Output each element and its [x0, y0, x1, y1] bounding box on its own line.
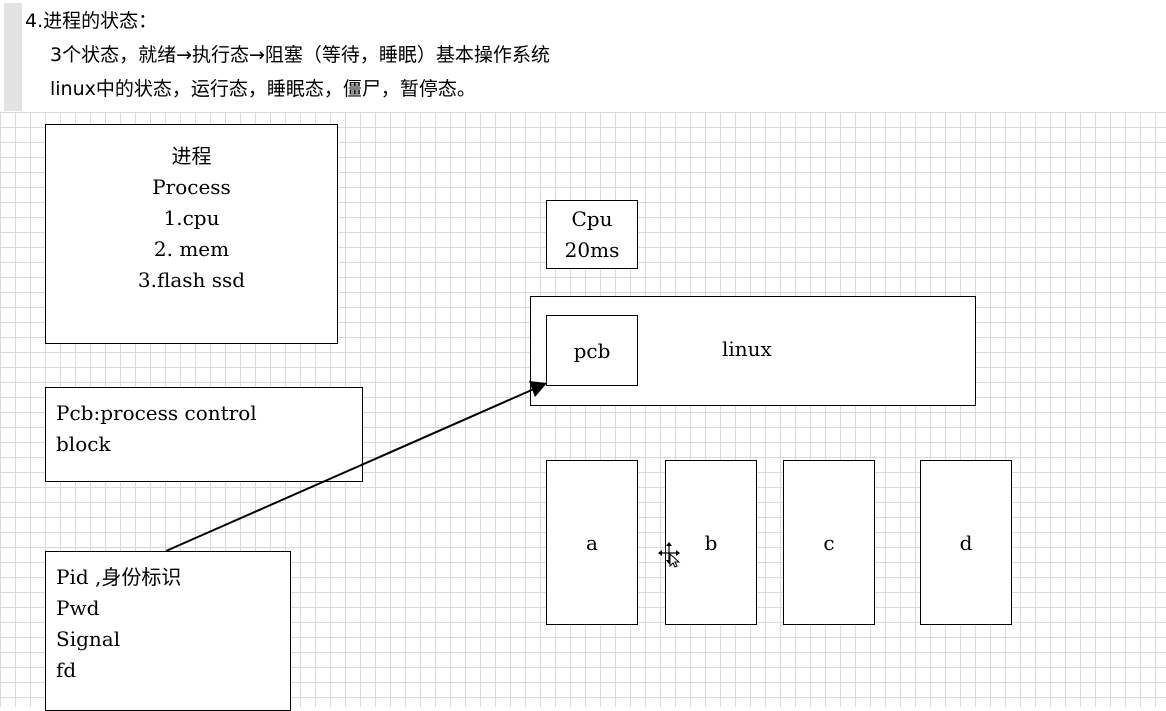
pid-to-pcb-arrow[interactable]: [165, 388, 535, 552]
pid-box[interactable]: Pid ,身份标识 Pwd Signal fd: [45, 551, 291, 711]
cpu-time: 20ms: [564, 238, 620, 262]
pid-line-fd: fd: [56, 658, 77, 682]
move-cursor-icon: [658, 542, 681, 568]
pcb-definition-line2: block: [56, 432, 111, 456]
process-title: 进程: [171, 144, 212, 168]
pid-line-pwd: Pwd: [56, 596, 100, 620]
pcb-inner-box[interactable]: pcb: [546, 315, 638, 386]
process-slot-a[interactable]: a: [546, 460, 638, 625]
pid-line-id: Pid ,身份标识: [56, 565, 182, 589]
cpu-box[interactable]: Cpu 20ms: [546, 200, 638, 269]
process-item-cpu: 1.cpu: [163, 206, 220, 230]
process-slot-c[interactable]: c: [783, 460, 875, 625]
process-box[interactable]: 进程 Process 1.cpu 2. mem 3.flash ssd: [45, 124, 338, 344]
note-line-states: 3个状态，就绪→执行态→阻塞（等待，睡眠）基本操作系统: [50, 44, 550, 66]
note-heading: 4.进程的状态：: [25, 10, 158, 32]
pcb-label: pcb: [573, 338, 611, 363]
slot-label-c: c: [823, 530, 835, 555]
process-item-mem: 2. mem: [153, 237, 230, 261]
arrowhead-icon: [529, 381, 547, 397]
process-subtitle: Process: [152, 175, 231, 199]
pcb-definition-line1: Pcb:process control: [56, 401, 257, 425]
pid-line-signal: Signal: [56, 627, 121, 651]
cpu-label: Cpu: [571, 207, 613, 231]
slot-label-a: a: [586, 530, 598, 555]
quote-bar: [4, 3, 22, 111]
linux-label: linux: [722, 337, 772, 361]
slot-label-d: d: [959, 530, 973, 555]
note-line-linux: linux中的状态，运行态，睡眠态，僵尸，暂停态。: [50, 78, 476, 100]
process-item-flash: 3.flash ssd: [137, 268, 246, 292]
process-slot-b[interactable]: b: [665, 460, 757, 625]
pcb-definition-box[interactable]: Pcb:process control block: [45, 387, 363, 482]
process-slot-d[interactable]: d: [920, 460, 1012, 625]
slot-label-b: b: [704, 530, 718, 555]
note-block: 4.进程的状态： 3个状态，就绪→执行态→阻塞（等待，睡眠）基本操作系统 lin…: [0, 0, 1166, 112]
